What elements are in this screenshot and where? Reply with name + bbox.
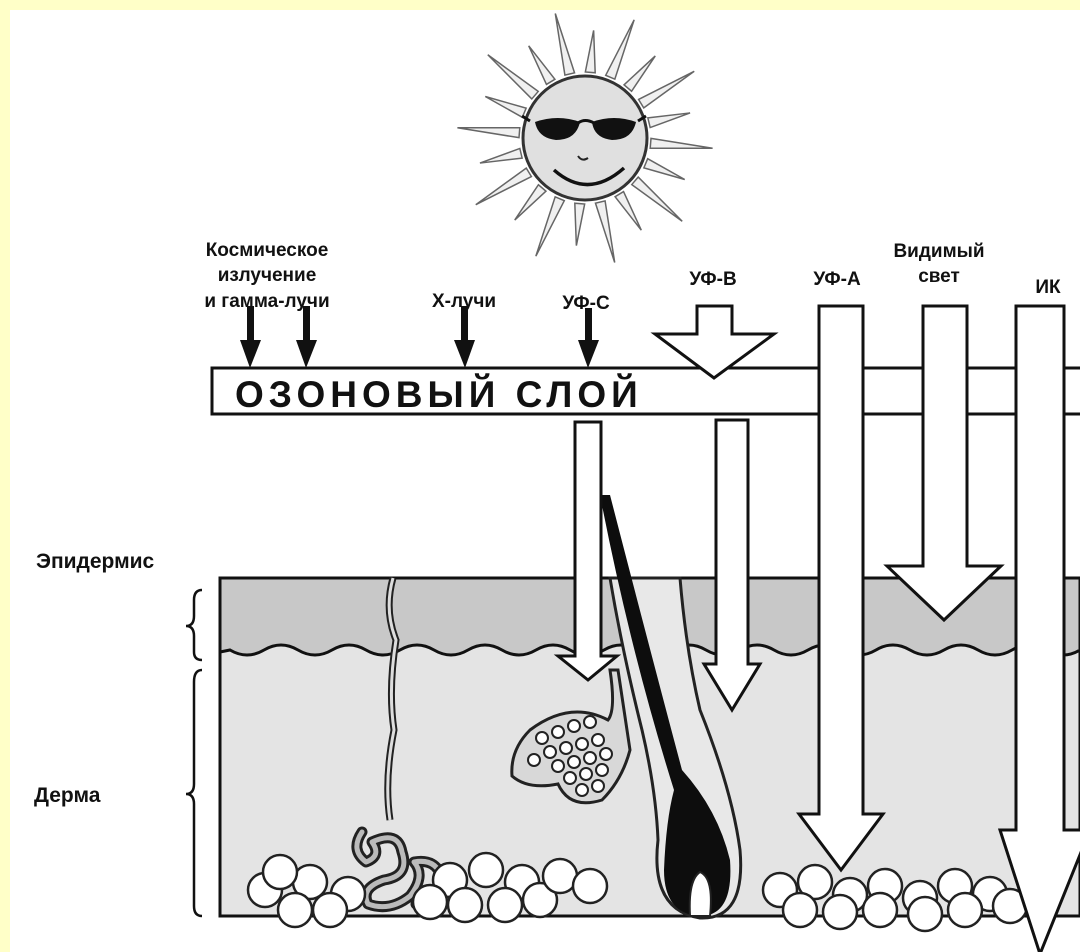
gland-cell — [584, 716, 596, 728]
skin-labels: Эпидермис Дерма — [34, 550, 202, 916]
sun-ray — [644, 159, 685, 180]
gland-cell — [600, 748, 612, 760]
sun-ray — [632, 177, 682, 221]
sun-ray — [648, 113, 690, 128]
gland-cell — [592, 734, 604, 746]
sun-ray — [476, 168, 532, 205]
fat-cell — [469, 853, 503, 887]
radiation-labels: Космическое излучение и гамма-лучи Х-луч… — [204, 240, 1061, 314]
label-ir: ИК — [1035, 277, 1061, 298]
epidermis-brace — [186, 590, 202, 660]
gland-cell — [564, 772, 576, 784]
arrow-cosmic-1 — [240, 306, 261, 368]
sun-ray — [555, 13, 574, 75]
sun-ray — [485, 97, 526, 118]
fat-cell — [908, 897, 942, 931]
label-visible-line-2: свет — [918, 266, 960, 287]
label-epidermis: Эпидермис — [36, 550, 155, 573]
gland-cell — [576, 738, 588, 750]
skin-radiation-diagram: Космическое излучение и гамма-лучи Х-луч… — [10, 10, 1080, 952]
gland-cell — [584, 752, 596, 764]
blocked-radiation-arrows — [240, 306, 599, 368]
sun-ray — [575, 203, 585, 245]
label-uvb: УФ-В — [689, 269, 736, 290]
gland-cell — [544, 746, 556, 758]
sun-ray — [536, 197, 564, 256]
ozone-layer-label: ОЗОНОВЫЙ СЛОЙ — [235, 373, 643, 415]
label-cosmic-line-3: и гамма-лучи — [204, 291, 329, 312]
diagram-frame: Космическое излучение и гамма-лучи Х-луч… — [10, 10, 1080, 952]
arrow-uvb-beam — [704, 420, 760, 710]
gland-cell — [568, 720, 580, 732]
arrow-visible-beam — [887, 306, 1001, 620]
fat-cell — [263, 855, 297, 889]
gland-cell — [536, 732, 548, 744]
fat-cell — [863, 893, 897, 927]
gland-cell — [552, 726, 564, 738]
sun-ray — [515, 185, 546, 220]
sun-ray — [606, 20, 634, 79]
gland-cell — [552, 760, 564, 772]
fat-cell — [948, 893, 982, 927]
fat-cell — [823, 895, 857, 929]
sun-ray — [529, 46, 555, 85]
fat-cell — [278, 893, 312, 927]
arrow-uvc — [578, 308, 599, 368]
gland-cell — [576, 784, 588, 796]
fat-cell — [573, 869, 607, 903]
gland-cell — [580, 768, 592, 780]
sun-ray — [650, 138, 712, 148]
gland-cell — [596, 764, 608, 776]
label-cosmic-line-1: Космическое — [206, 240, 329, 261]
fat-cell — [488, 888, 522, 922]
fat-cell — [448, 888, 482, 922]
gland-cell — [592, 780, 604, 792]
fat-cell — [313, 893, 347, 927]
arrow-xray — [454, 306, 475, 368]
label-cosmic-line-2: излучение — [218, 265, 317, 286]
fat-cell — [783, 893, 817, 927]
sun-ray — [457, 128, 519, 138]
arrow-cosmic-2 — [296, 306, 317, 368]
sun-ray — [480, 148, 522, 163]
sun-ray — [639, 71, 695, 108]
gland-cell — [560, 742, 572, 754]
sun-ray — [488, 55, 538, 99]
gland-cell — [528, 754, 540, 766]
dermis-brace — [186, 670, 202, 916]
fat-cell — [413, 885, 447, 919]
sun-ray — [624, 56, 655, 91]
sun-face — [523, 76, 647, 200]
sun-ray — [615, 192, 641, 231]
sun-icon — [457, 13, 712, 262]
label-dermis: Дерма — [34, 784, 101, 807]
label-visible-line-1: Видимый — [893, 241, 984, 262]
label-uva: УФ-А — [813, 269, 861, 290]
sun-ray — [585, 30, 595, 72]
sun-ray — [595, 201, 614, 263]
gland-cell — [568, 756, 580, 768]
